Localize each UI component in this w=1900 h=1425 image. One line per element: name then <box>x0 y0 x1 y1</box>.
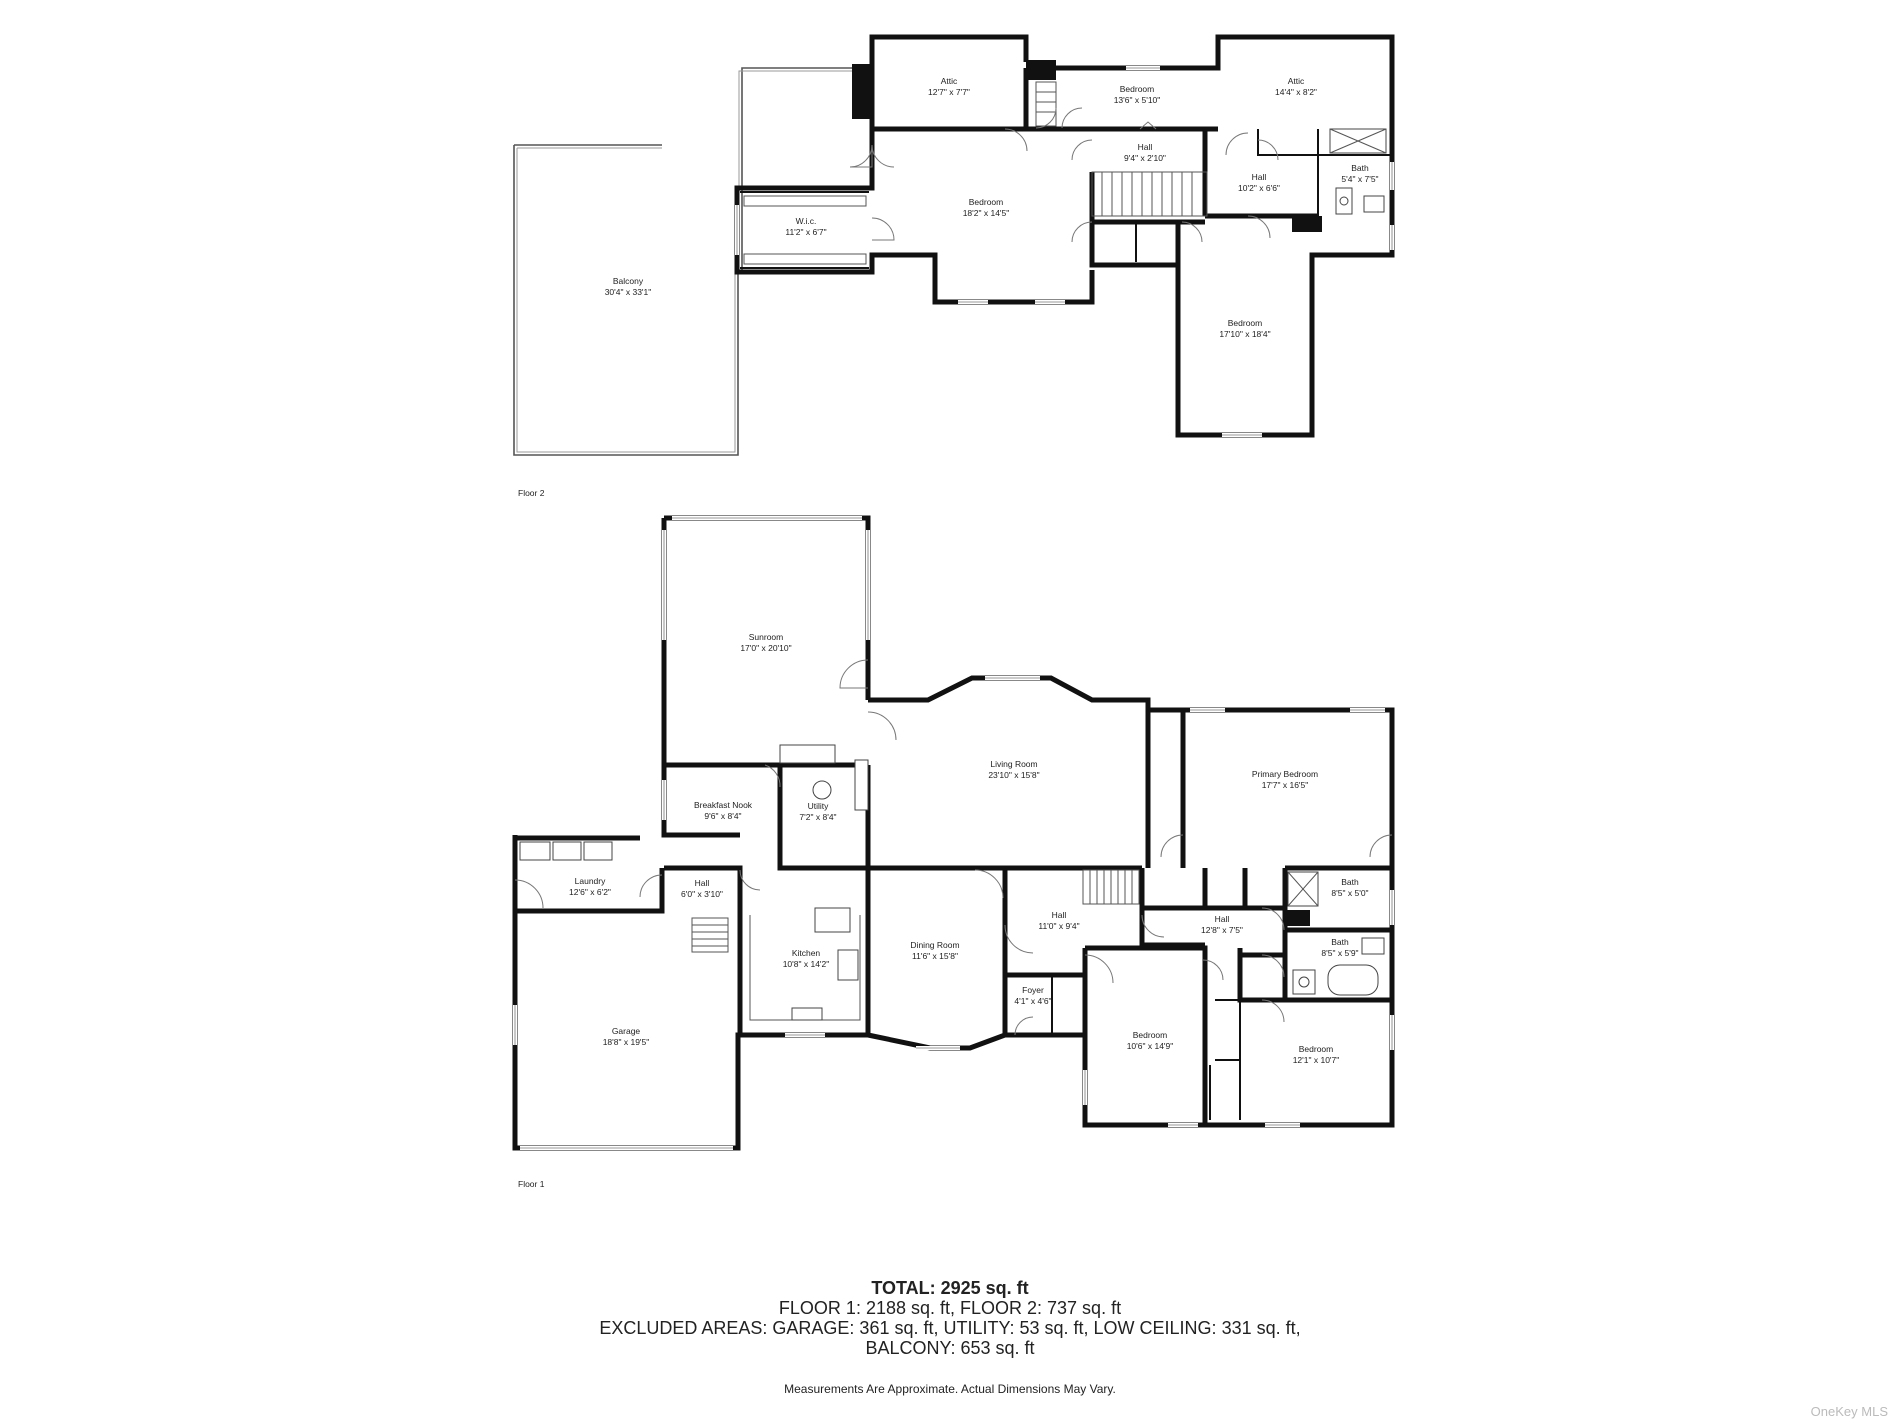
room-dims-nook: 9'6" x 8'4" <box>704 811 741 821</box>
room-dims-bedroom-main-2: 18'2" x 14'5" <box>963 208 1010 218</box>
bath-2-fixtures <box>1329 128 1387 215</box>
floor-areas: FLOOR 1: 2188 sq. ft, FLOOR 2: 737 sq. f… <box>778 1298 1122 1318</box>
floor-plan: Attic 12'7" x 7'7" Bedroom 13'6" x 5'10"… <box>512 34 1395 1189</box>
floor-1-label: Floor 1 <box>518 1179 545 1189</box>
floor-1-doors <box>514 659 1393 1036</box>
room-name-attic-a: Attic <box>941 76 958 86</box>
room-dims-hall-e: 12'8" x 7'5" <box>1201 925 1243 935</box>
room-name-hall-d: Hall <box>1052 910 1067 920</box>
floor-2-plan: Attic 12'7" x 7'7" Bedroom 13'6" x 5'10"… <box>513 34 1395 498</box>
room-dims-bath-b: 8'5" x 5'0" <box>1331 888 1368 898</box>
room-dims-attic-b: 14'4" x 8'2" <box>1275 87 1317 97</box>
room-dims-primary: 17'7" x 16'5" <box>1262 780 1309 790</box>
room-name-living: Living Room <box>990 759 1037 769</box>
room-name-hall-c: Hall <box>695 878 710 888</box>
room-name-bedroom-d: Bedroom <box>1299 1044 1334 1054</box>
room-dims-hall-a: 9'4" x 2'10" <box>1124 153 1166 163</box>
room-name-laundry: Laundry <box>575 876 606 886</box>
room-name-primary: Primary Bedroom <box>1252 769 1318 779</box>
room-dims-bedroom-d: 12'1" x 10'7" <box>1293 1055 1340 1065</box>
watermark: OneKey MLS <box>1810 1404 1888 1419</box>
floor-2-doors <box>849 107 1279 243</box>
room-dims-living: 23'10" x 15'8" <box>988 770 1039 780</box>
room-dims-sunroom: 17'0" x 20'10" <box>740 643 791 653</box>
room-name-hall-a: Hall <box>1138 142 1153 152</box>
room-dims-hall-b: 10'2" x 6'6" <box>1238 183 1280 193</box>
laundry-fixtures <box>519 841 613 861</box>
floor-2-label: Floor 2 <box>518 488 545 498</box>
room-name-bedroom-a: Bedroom <box>1120 84 1155 94</box>
excluded-areas-line-1: EXCLUDED AREAS: GARAGE: 361 sq. ft, UTIL… <box>599 1318 1301 1338</box>
room-name-sunroom: Sunroom <box>749 632 784 642</box>
room-dims-laundry: 12'6" x 6'2" <box>569 887 611 897</box>
room-name-garage: Garage <box>612 1026 641 1036</box>
floor-1-windows <box>513 516 1394 1150</box>
room-dims-utility: 7'2" x 8'4" <box>799 812 836 822</box>
room-name-bath-c: Bath <box>1331 937 1349 947</box>
area-summary: TOTAL: 2925 sq. ft FLOOR 1: 2188 sq. ft,… <box>0 1278 1900 1358</box>
floor-2-stairs <box>1035 81 1208 217</box>
room-name-dining: Dining Room <box>910 940 959 950</box>
room-dims-balcony: 30'4" x 33'1" <box>605 287 652 297</box>
room-name-nook: Breakfast Nook <box>694 800 753 810</box>
room-name-hall-b: Hall <box>1252 172 1267 182</box>
room-name-bath-b: Bath <box>1341 877 1359 887</box>
room-name-wic: W.i.c. <box>796 216 817 226</box>
bath-wall-block <box>1285 910 1310 926</box>
room-dims-bath-c: 8'5" x 5'9" <box>1321 948 1358 958</box>
floor-2-windows <box>735 66 1394 437</box>
room-name-balcony: Balcony <box>613 276 644 286</box>
room-name-hall-e: Hall <box>1215 914 1230 924</box>
room-name-kitchen: Kitchen <box>792 948 821 958</box>
room-name-bedroom-b: Bedroom <box>1228 318 1263 328</box>
room-dims-kitchen: 10'8" x 14'2" <box>783 959 830 969</box>
room-dims-wic: 11'2" x 6'7" <box>785 227 826 237</box>
stair-post <box>1292 216 1322 232</box>
total-area: TOTAL: 2925 sq. ft <box>871 1278 1029 1298</box>
room-dims-bedroom-b: 17'10" x 18'4" <box>1219 329 1270 339</box>
floor-1-labels: Sunroom 17'0" x 20'10" Living Room 23'10… <box>518 632 1369 1189</box>
room-dims-bedroom-c: 10'6" x 14'9" <box>1127 1041 1174 1051</box>
room-name-bedroom-c: Bedroom <box>1133 1030 1168 1040</box>
disclaimer: Measurements Are Approximate. Actual Dim… <box>784 1382 1116 1396</box>
chimney-block <box>852 64 872 119</box>
wic-shelving <box>743 195 867 265</box>
room-dims-foyer: 4'1" x 4'6" <box>1014 996 1051 1006</box>
room-dims-bedroom-a: 13'6" x 5'10" <box>1114 95 1161 105</box>
room-name-attic-b: Attic <box>1288 76 1305 86</box>
excluded-areas-line-2: BALCONY: 653 sq. ft <box>865 1338 1035 1358</box>
floor-1-walls <box>512 515 1395 1151</box>
room-dims-attic-a: 12'7" x 7'7" <box>928 87 970 97</box>
room-dims-dining: 11'6" x 15'8" <box>912 951 958 961</box>
floor-1-plan: Sunroom 17'0" x 20'10" Living Room 23'10… <box>512 515 1395 1189</box>
floor-1-stairs <box>691 869 1140 953</box>
chimney-cap <box>1026 60 1056 80</box>
room-name-foyer: Foyer <box>1022 985 1044 995</box>
balcony-outline <box>513 67 862 456</box>
floor-2-labels: Attic 12'7" x 7'7" Bedroom 13'6" x 5'10"… <box>518 76 1379 498</box>
room-name-bath-a: Bath <box>1351 163 1369 173</box>
bath-1-fixtures <box>1287 871 1385 996</box>
room-name-bedroom-main-2: Bedroom <box>969 197 1004 207</box>
room-dims-garage: 18'8" x 19'5" <box>603 1037 650 1047</box>
room-dims-hall-c: 6'0" x 3'10" <box>681 889 723 899</box>
room-name-utility: Utility <box>808 801 830 811</box>
room-dims-hall-d: 11'0" x 9'4" <box>1038 921 1079 931</box>
room-dims-bath-a: 5'4" x 7'5" <box>1341 174 1378 184</box>
kitchen-fixtures <box>749 744 869 1021</box>
